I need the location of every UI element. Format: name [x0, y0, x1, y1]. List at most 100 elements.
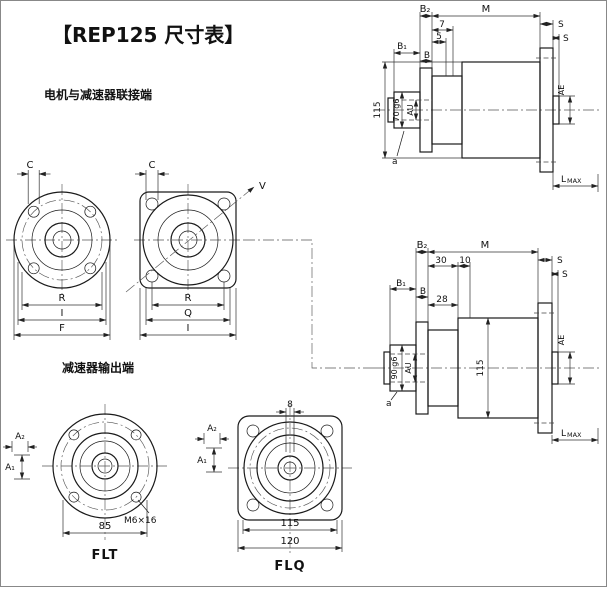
dim-label-a1: A₁	[197, 456, 207, 466]
dim-label-s1: S	[558, 20, 564, 30]
dim-label-b2: B₂	[417, 240, 428, 251]
hub-circle	[170, 222, 206, 258]
pilot-circle	[157, 209, 219, 271]
dim-label-10: 10	[459, 256, 471, 266]
bolt-hole	[130, 429, 142, 441]
flange-circle	[243, 421, 337, 515]
page-title: 【REP125 尺寸表】	[52, 23, 244, 47]
bolt-hole	[27, 262, 40, 275]
recess-circle	[79, 440, 131, 492]
flt-output-flange-view: A₂ A₁ M6×16 85 FLT	[3, 404, 168, 563]
dim-label-r: R	[185, 293, 192, 304]
dim-label-lmax: L	[561, 429, 566, 439]
dim-label-115: 115	[476, 359, 486, 376]
bore-circle	[97, 458, 113, 474]
dim-label-b2: B₂	[420, 4, 431, 15]
square-flange-outline	[237, 415, 343, 521]
dim-label-s2: S	[562, 270, 568, 280]
dim-label-m: M	[481, 240, 490, 251]
side-view-bottom: B₂ M 30 10 S S B₁ B 28 90 g6 AU 115 AE a…	[374, 240, 602, 444]
dim-label-lmax: L	[561, 175, 566, 185]
pilot-circle	[71, 432, 139, 500]
dim-label-a: a	[392, 157, 398, 167]
dim-label-v: V	[259, 181, 266, 192]
dim-label-c: C	[149, 160, 156, 171]
dim-label-b: B	[424, 51, 430, 61]
dim-label-lmax-sub: MAX	[567, 177, 582, 185]
bolt-hole	[320, 498, 334, 512]
section-label-output-end: 减速器输出端	[62, 360, 134, 375]
centerlines	[134, 184, 244, 296]
hidden-bore-lines	[390, 312, 556, 424]
dim-label-a2: A₂	[207, 424, 217, 434]
bolt-hole	[68, 429, 80, 441]
bolt-circle	[60, 421, 150, 511]
bore-circle	[283, 461, 297, 475]
dim-label-f: F	[59, 323, 65, 334]
dim-label-30: 30	[435, 256, 447, 266]
bolt-hole	[320, 424, 334, 438]
projection-connector-line	[244, 239, 374, 369]
dim-label-a1: A₁	[5, 463, 15, 473]
pilot-circle	[31, 209, 93, 271]
flq-output-flange-view: 8 A₂ A₁ 115 120 FLQ	[195, 400, 352, 574]
dim-label-a: a	[386, 399, 392, 409]
dim-label-ae: AE	[557, 335, 566, 346]
dim-label-au: AU	[406, 104, 415, 115]
dim-label-q: Q	[184, 308, 192, 319]
extension-lines	[139, 170, 237, 340]
bolt-hole	[217, 197, 231, 211]
bolt-hole	[84, 205, 97, 218]
bolt-hole	[130, 491, 142, 503]
hub-circle	[91, 452, 119, 480]
bolt-hole	[84, 262, 97, 275]
bolt-circle	[249, 427, 331, 509]
dim-label-28: 28	[436, 295, 448, 305]
view-label-flt: FLT	[92, 548, 119, 563]
dim-label-90g6: 90 g6	[390, 357, 399, 380]
dim-label-s2: S	[563, 34, 569, 44]
dim-label-s1: S	[557, 256, 563, 266]
bore-circle	[178, 230, 198, 250]
dim-label-r: R	[59, 293, 66, 304]
bolt-spec-label: M6×16	[124, 516, 157, 526]
dim-label-5: 5	[436, 32, 442, 42]
bolt-hole	[68, 491, 80, 503]
leader-bolt-spec	[137, 499, 150, 514]
dim-label-i: I	[61, 308, 64, 319]
dim-label-b: B	[420, 287, 426, 297]
front-view-round-flange: C R I F	[6, 160, 118, 340]
flange-outer-circle	[52, 413, 158, 519]
bolt-circle	[21, 199, 103, 281]
square-flange-outline	[139, 191, 237, 289]
dim-label-7: 7	[439, 20, 445, 30]
extension-lines	[13, 170, 111, 340]
output-spigot	[552, 95, 560, 125]
dim-label-a2: A₂	[15, 432, 25, 442]
hidden-bore-lines	[394, 57, 557, 163]
centerlines	[42, 404, 168, 540]
recess-circle	[264, 442, 316, 494]
dim-label-b1: B₁	[397, 42, 407, 52]
pilot-circle	[256, 434, 324, 502]
dim-label-8: 8	[287, 400, 293, 410]
dim-label-85: 85	[99, 521, 112, 532]
hub-circle	[44, 222, 80, 258]
bolt-hole	[27, 205, 40, 218]
bore-circle	[52, 230, 72, 250]
bolt-hole	[145, 197, 159, 211]
bolt-hole	[246, 424, 260, 438]
dim-label-m: M	[482, 4, 491, 15]
dim-label-c: C	[27, 160, 34, 171]
flange-circle	[142, 194, 234, 286]
hub-circle	[277, 455, 303, 481]
leader-a	[396, 130, 405, 157]
output-spigot	[551, 351, 559, 385]
dim-label-i: I	[187, 323, 190, 334]
leader-a	[390, 391, 398, 401]
side-view-top: B₂ M 7 5 S S B₁ B 115 70 g6 AU AE a L MA…	[373, 4, 602, 192]
bolt-hole	[246, 498, 260, 512]
dim-label-120: 120	[280, 536, 299, 547]
dim-label-lmax-sub: MAX	[567, 431, 582, 439]
